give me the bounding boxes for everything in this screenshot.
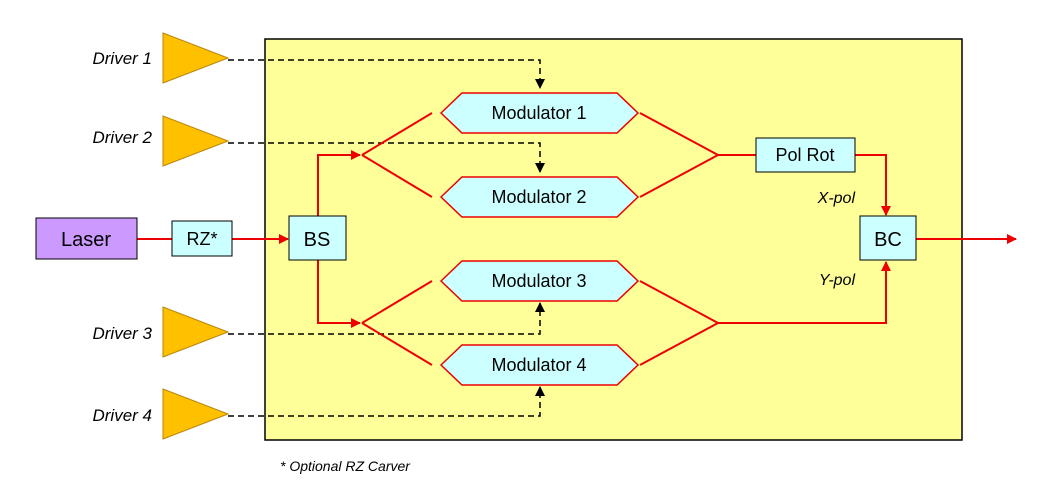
driver-1-label: Driver 1: [92, 49, 152, 68]
upper-mz-bottom-arm: [361, 154, 433, 198]
driver-4-triangle: [162, 388, 230, 440]
laser-box: [35, 217, 138, 260]
driver-1-triangle: [162, 32, 230, 84]
driver-3-triangle: [162, 306, 230, 358]
bs-lower-path: [317, 260, 361, 328]
modulator-3-shape: [439, 260, 640, 302]
modulator-1-label: Modulator 1: [491, 103, 586, 123]
modulator-4-label: Modulator 4: [491, 355, 586, 375]
pol-rot-box: [755, 137, 856, 173]
modulator-1-shape: [439, 92, 640, 134]
driver-4-label: Driver 4: [92, 406, 152, 425]
modulator-3-label: Modulator 3: [491, 271, 586, 291]
polrot-bc-path: [855, 154, 891, 216]
driver-2-triangle: [162, 115, 230, 167]
laser-label: Laser: [61, 229, 111, 251]
lower-bc-path: [718, 261, 891, 324]
driver-3-link: [228, 302, 545, 335]
driver-1-link: [228, 59, 545, 89]
upper-mz-top-arm: [361, 112, 433, 156]
lower-mz-bottom-arm-out: [639, 322, 719, 366]
driver-3-label: Driver 3: [92, 324, 152, 343]
lower-mz-top-arm: [361, 280, 433, 324]
lower-mz-bottom-arm: [361, 322, 433, 366]
rz-box: [171, 220, 233, 257]
pol-rot-label: Pol Rot: [775, 145, 834, 165]
rz-label: RZ*: [187, 229, 218, 249]
bc-label: BC: [874, 229, 902, 251]
footnote: * Optional RZ Carver: [280, 458, 411, 474]
driver-4-link: [228, 386, 545, 417]
driver-2-link: [228, 142, 545, 173]
modulator-4-shape: [439, 344, 640, 386]
upper-mz-top-arm-out: [639, 112, 719, 156]
bs-upper-path: [317, 150, 361, 218]
lower-mz-top-arm-out: [639, 280, 719, 324]
bs-box: [288, 215, 347, 261]
modulator-2-shape: [439, 176, 640, 218]
x-pol-label: X-pol: [817, 190, 856, 207]
modulator-2-label: Modulator 2: [491, 187, 586, 207]
y-pol-label: Y-pol: [819, 272, 856, 289]
bs-label: BS: [304, 229, 331, 251]
upper-mz-bottom-arm-out: [639, 154, 719, 198]
driver-2-label: Driver 2: [92, 128, 152, 147]
bc-box: [859, 215, 917, 261]
